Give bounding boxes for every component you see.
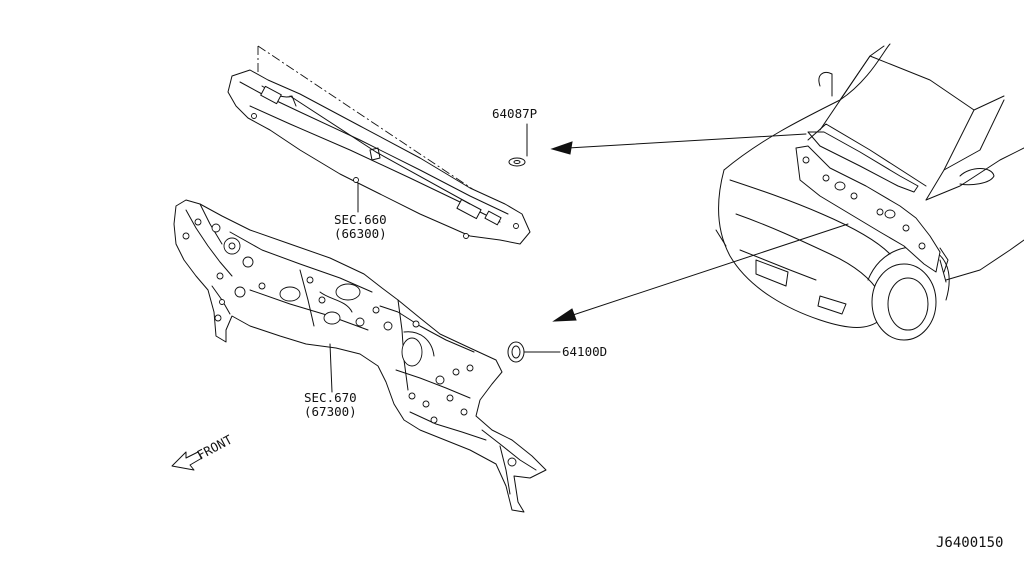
label-66300: (66300)	[334, 226, 387, 241]
vehicle-front-view	[715, 43, 1024, 341]
label-sec-660: SEC.660	[334, 212, 387, 227]
callout-arrow-cowl	[550, 133, 807, 155]
front-direction-arrow-icon	[171, 451, 203, 471]
label-front: FRONT	[194, 432, 235, 463]
cowl-top-panel	[227, 45, 531, 245]
grommet-64087p	[508, 123, 528, 167]
label-67300: (67300)	[304, 404, 357, 419]
label-64087p: 64087P	[492, 106, 537, 121]
callout-arrow-dash	[552, 223, 849, 322]
label-sec-670: SEC.670	[304, 390, 357, 405]
label-64100d: 64100D	[562, 344, 607, 359]
grommet-64100d	[507, 341, 561, 363]
diagram-id: J6400150	[936, 535, 1003, 551]
dash-panel	[173, 199, 547, 513]
